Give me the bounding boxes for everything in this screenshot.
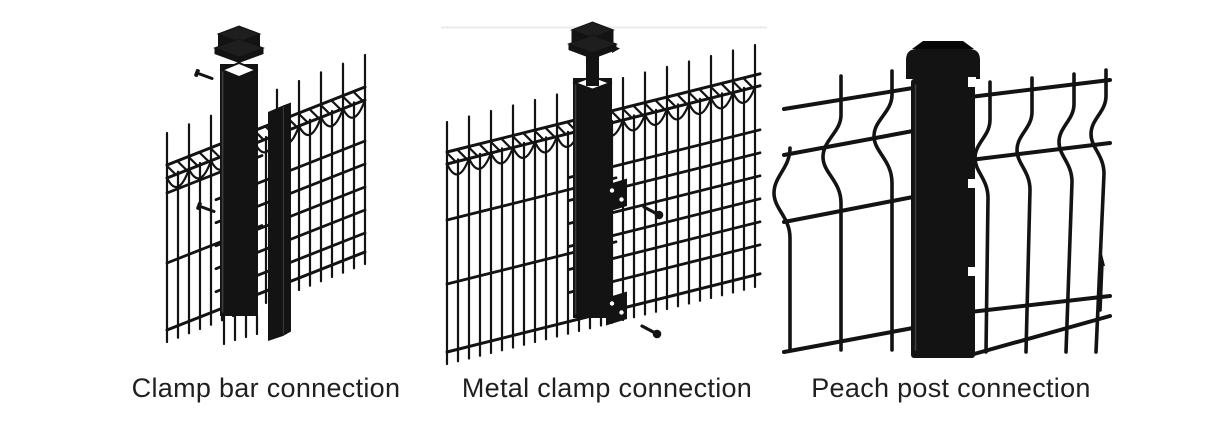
post-cap <box>213 25 265 63</box>
caption-clamp-bar-connection: Clamp bar connection <box>131 373 401 403</box>
mesh-panel <box>165 53 367 344</box>
caption-metal-clamp-connection: Metal clamp connection <box>461 373 753 403</box>
metal-clamp-connection-illustration <box>441 21 767 366</box>
figure-metal-clamp-connection <box>435 18 770 366</box>
left-mesh-section <box>772 69 915 354</box>
carriage-bolt <box>642 205 664 220</box>
square-post <box>572 75 613 318</box>
right-mesh-section <box>968 68 1112 356</box>
screw <box>194 68 214 80</box>
square-post <box>219 61 259 346</box>
figure-clamp-bar-connection <box>115 18 445 363</box>
carriage-bolt <box>640 324 662 339</box>
figure-peach-post-connection <box>763 38 1115 363</box>
peach-post <box>906 41 980 358</box>
post-cap <box>567 21 620 86</box>
caption-peach-post-connection: Peach post connection <box>811 373 1091 403</box>
clamp-bar-connection-illustration <box>165 25 367 346</box>
clamp-bar <box>268 102 291 341</box>
metal-clamps <box>606 178 627 326</box>
mesh-panel <box>445 43 762 366</box>
peach-post-connection-illustration <box>772 41 1112 358</box>
screw <box>196 201 216 213</box>
